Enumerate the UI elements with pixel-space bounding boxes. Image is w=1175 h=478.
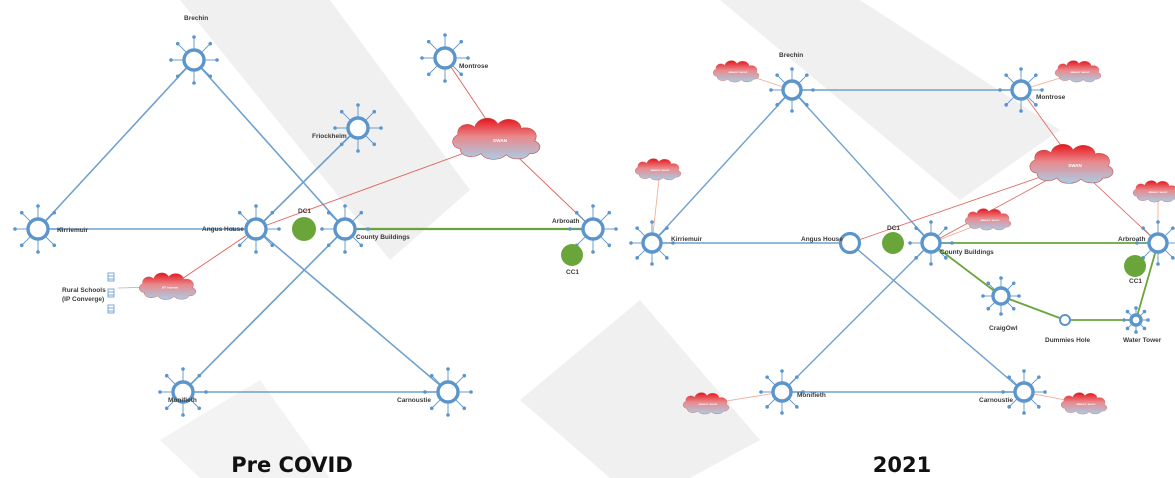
node-carnoustie bbox=[423, 367, 473, 417]
svg-text:BREAKOUT / BACKUP: BREAKOUT / BACKUP bbox=[651, 169, 671, 172]
y21-node-label-monifieth: Monifieth bbox=[797, 392, 826, 399]
y21-node-label-county-buildings: County Buildings bbox=[940, 249, 994, 256]
y21-cc1-datacentre bbox=[1124, 255, 1146, 277]
node-label-montrose: Montrose bbox=[459, 63, 489, 70]
node-monifieth bbox=[158, 367, 208, 417]
dc1-label: DC1 bbox=[298, 208, 311, 215]
y21-node-montrose bbox=[998, 67, 1044, 113]
y21-dc1-label: DC1 bbox=[887, 225, 900, 232]
rural-schools-sublabel: (IP Converge) bbox=[62, 296, 104, 303]
y21-breakout-cloud-montrose: BREAKOUT / BACKUP bbox=[1055, 60, 1102, 83]
node-label-county-buildings: County Buildings bbox=[356, 234, 410, 241]
svg-text:BREAKOUT / BACKUP: BREAKOUT / BACKUP bbox=[729, 71, 749, 74]
node-arbroath bbox=[568, 204, 618, 254]
backbone-link-angus-carnoustie bbox=[255, 228, 449, 393]
pre-covid-nodes bbox=[13, 33, 618, 417]
y21-node-label-angus-house: Angus House bbox=[801, 236, 843, 243]
rural-schools-label: Rural Schools bbox=[62, 287, 106, 294]
y21-cc1-label: CC1 bbox=[1129, 278, 1142, 285]
node-kirriemuir bbox=[13, 204, 63, 254]
node-label-brechin: Brechin bbox=[184, 15, 208, 22]
y21-breakout-cloud-brechin: BREAKOUT / BACKUP bbox=[713, 60, 760, 83]
y21-node-kirriemuir bbox=[629, 220, 675, 266]
y21-red-link-swan-angus bbox=[849, 164, 1076, 244]
watermark bbox=[160, 0, 1060, 478]
y21-node-craigowl bbox=[981, 276, 1021, 316]
y21-breakout-cloud-kirr: BREAKOUT / BACKUP bbox=[635, 158, 682, 181]
y21-node-angus-house bbox=[838, 231, 862, 255]
y21-node-dummies-hole bbox=[1059, 314, 1071, 326]
svg-text:BREAKOUT / BACKUP: BREAKOUT / BACKUP bbox=[1077, 403, 1097, 406]
y21-node-county-buildings bbox=[908, 220, 954, 266]
pre-covid-labels: Brechin Montrose Friockheim Kirriemuir A… bbox=[57, 15, 579, 404]
caption-pre-covid: Pre COVID bbox=[231, 453, 353, 477]
swan-cloud: SWAN bbox=[452, 118, 541, 160]
school-building-icons bbox=[107, 272, 115, 314]
red-link-swan-angus bbox=[255, 139, 501, 230]
y21-node-brechin bbox=[769, 67, 815, 113]
backbone-link-brechin-county bbox=[193, 59, 346, 230]
y21-backbone-link-brechin-county bbox=[791, 89, 932, 244]
y21-node-label-brechin: Brechin bbox=[779, 52, 803, 59]
svg-text:SWAN: SWAN bbox=[1068, 163, 1082, 168]
pre-covid-clouds: SWAN BT Internet bbox=[139, 118, 541, 300]
y21-node-arbroath bbox=[1135, 220, 1175, 266]
node-label-arbroath: Arbroath bbox=[552, 218, 579, 225]
y21-node-label-dummies-hole: Dummies Hole bbox=[1045, 337, 1091, 344]
node-brechin bbox=[169, 35, 219, 85]
svg-text:BT Internet: BT Internet bbox=[162, 285, 178, 289]
2021-labels: Brechin Montrose Kirriemuir Angus House … bbox=[671, 52, 1162, 404]
node-label-monifieth: Monifieth bbox=[168, 397, 197, 404]
y21-node-water-tower bbox=[1122, 306, 1150, 334]
y21-breakout-link-kirr bbox=[651, 169, 661, 244]
bt-internet-cloud: BT Internet bbox=[139, 272, 197, 300]
y21-green-link-county-craigowl bbox=[930, 242, 1002, 297]
node-friockheim bbox=[333, 103, 383, 153]
y21-node-label-kirriemuir: Kirriemuir bbox=[671, 236, 703, 243]
node-label-friockheim: Friockheim bbox=[312, 133, 347, 140]
node-angus-house bbox=[231, 204, 281, 254]
cc1-datacentre bbox=[561, 244, 583, 266]
y21-swan-cloud: SWAN bbox=[1029, 144, 1114, 184]
caption-2021: 2021 bbox=[873, 453, 931, 477]
backbone-link-brechin-kirr bbox=[37, 59, 195, 230]
y21-backbone-link-county-monifieth bbox=[781, 242, 932, 393]
svg-text:BREAKOUT / BACKUP: BREAKOUT / BACKUP bbox=[699, 403, 719, 406]
cc1-label: CC1 bbox=[566, 269, 579, 276]
y21-node-carnoustie bbox=[1001, 369, 1047, 415]
y21-breakout-cloud-arbroath: BREAKOUT / BACKUP bbox=[1133, 180, 1175, 203]
y21-backbone-link-brechin-kirr bbox=[651, 89, 793, 244]
node-label-kirriemuir: Kirriemuir bbox=[57, 227, 89, 234]
svg-text:BREAKOUT / BACKUP: BREAKOUT / BACKUP bbox=[1149, 191, 1169, 194]
y21-node-label-carnoustie: Carnoustie bbox=[979, 397, 1013, 404]
y21-breakout-cloud-monifieth: BREAKOUT / BACKUP bbox=[683, 392, 730, 415]
2021-clouds: BREAKOUT / BACKUP BREAKOUT / BACKUP BREAKO… bbox=[635, 60, 1175, 415]
svg-text:SWAN: SWAN bbox=[493, 138, 508, 144]
y21-breakout-cloud-county: BREAKOUT / BACKUP bbox=[965, 208, 1012, 231]
y21-backbone-link-angus-carnoustie bbox=[849, 242, 1025, 393]
svg-text:BREAKOUT / BACKUP: BREAKOUT / BACKUP bbox=[981, 219, 1001, 222]
svg-text:BREAKOUT / BACKUP: BREAKOUT / BACKUP bbox=[1071, 71, 1091, 74]
dc1-datacentre bbox=[292, 217, 316, 241]
2021-nodes bbox=[629, 67, 1175, 415]
backbone-link-county-monifieth bbox=[182, 228, 346, 393]
y21-node-label-arbroath: Arbroath bbox=[1118, 236, 1145, 243]
y21-node-monifieth bbox=[759, 369, 805, 415]
y21-node-label-montrose: Montrose bbox=[1036, 94, 1066, 101]
y21-dc1-datacentre bbox=[882, 232, 904, 254]
y21-node-label-craigowl: CraigOwl bbox=[989, 325, 1018, 332]
node-label-angus-house: Angus House bbox=[202, 226, 244, 233]
y21-breakout-cloud-carnoustie: BREAKOUT / BACKUP bbox=[1061, 392, 1108, 415]
node-label-carnoustie: Carnoustie bbox=[397, 397, 431, 404]
y21-green-link-water-arbroath bbox=[1135, 242, 1159, 321]
node-county-buildings bbox=[320, 204, 370, 254]
red-link-angus-bt bbox=[169, 228, 257, 288]
node-montrose bbox=[420, 33, 470, 83]
y21-green-link-craigowl-dummies bbox=[1000, 295, 1066, 321]
y21-node-label-water-tower: Water Tower bbox=[1123, 337, 1162, 344]
